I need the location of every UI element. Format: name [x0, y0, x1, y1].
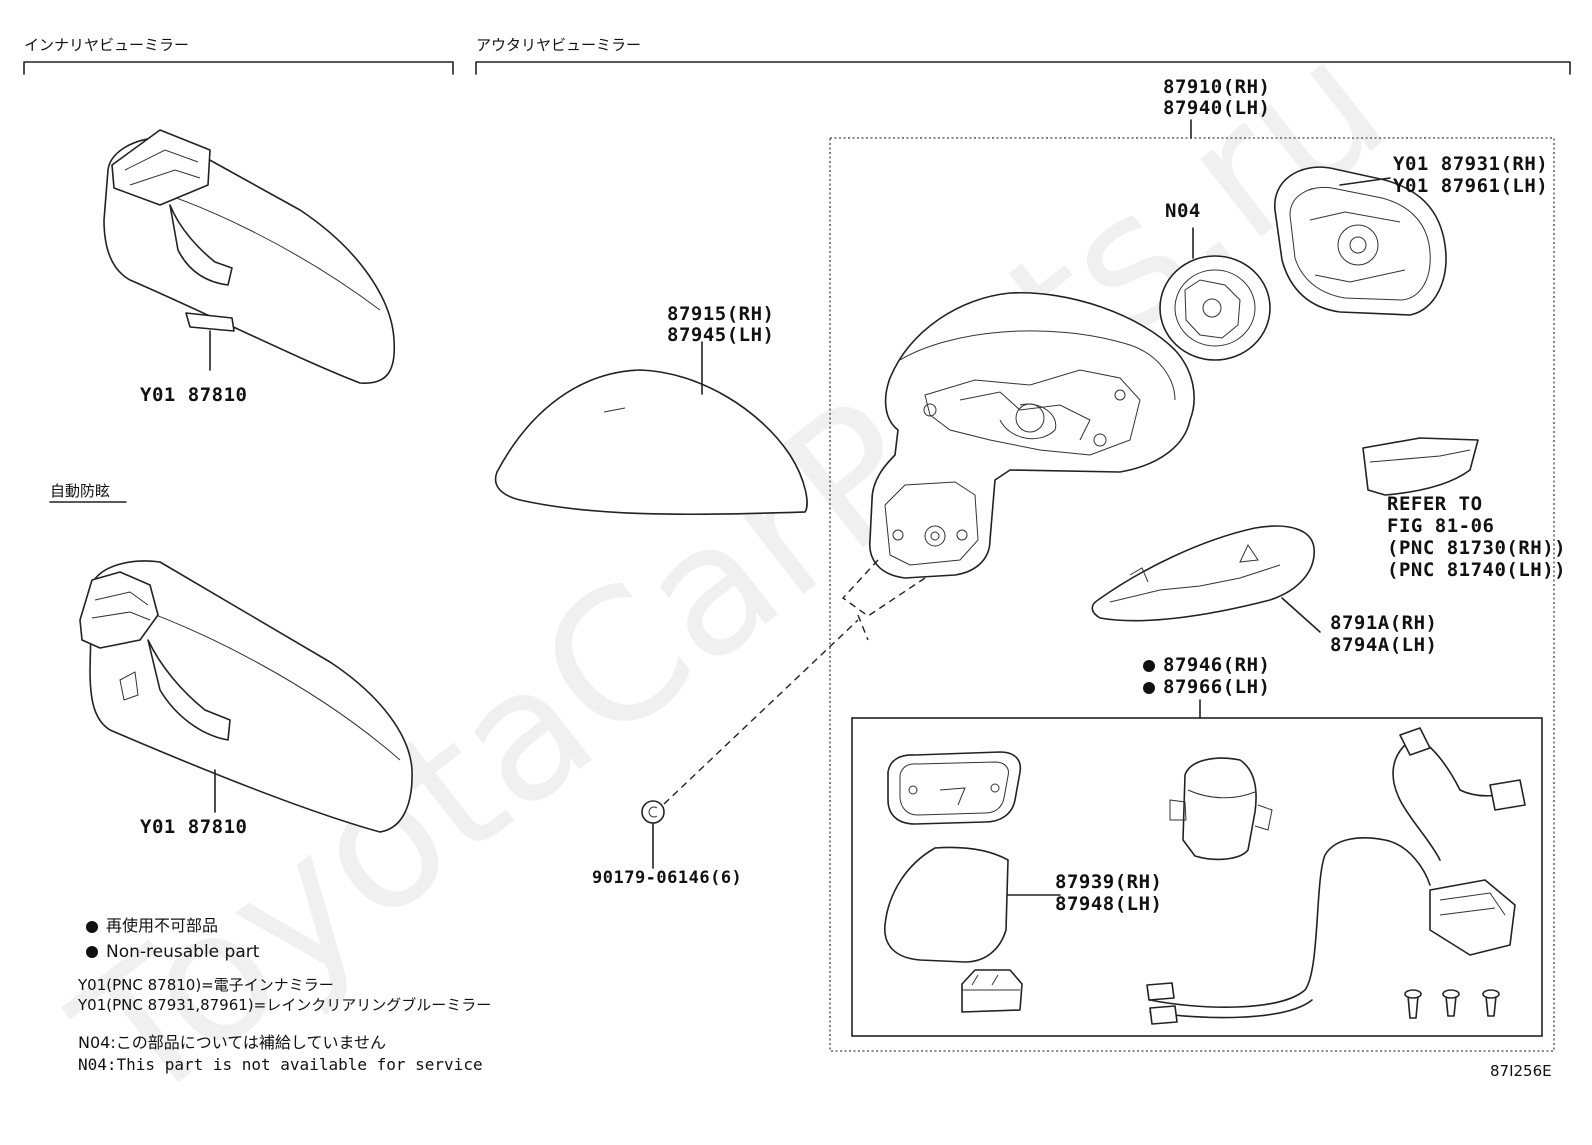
mirror-housing-drawing [841, 291, 1195, 641]
part-label-assy-lh[interactable]: 87940(LH) [1163, 97, 1271, 119]
sub-lh-text: 87966(LH) [1163, 676, 1271, 698]
parts-diagram [23, 61, 1571, 1052]
legend-y01-line1: Y01(PNC 87810)=電子インナミラー [78, 976, 334, 994]
part-label-sub-lh[interactable]: 87966(LH) [1143, 678, 1270, 697]
part-label-holder-rh[interactable]: 87939(RH) [1055, 871, 1163, 893]
assembly-dotted-box [829, 137, 1555, 1052]
mirror-glass-drawing [1274, 166, 1447, 316]
inner-mirror-lower-drawing [79, 560, 413, 833]
bullet-icon [86, 920, 98, 933]
turn-lamp-ref-drawing [1362, 437, 1479, 496]
nonreusable-dot-icon [1143, 659, 1155, 672]
part-label-glass-rh[interactable]: Y01 87931(RH) [1393, 153, 1549, 175]
part-label-clip[interactable]: 90179-06146(6) [592, 868, 743, 888]
auto-dimming-header: 自動防眩 [50, 482, 111, 500]
mirror-motor-drawing [1159, 227, 1271, 361]
part-label-motor[interactable]: N04 [1165, 200, 1201, 222]
outer-mirror-bracket [475, 61, 1571, 75]
bullet-icon [86, 946, 98, 958]
clip-90179-drawing [641, 619, 859, 869]
inner-mirror-bracket [23, 61, 454, 75]
outer-mirror-header: アウタリヤビューミラー [476, 36, 642, 54]
part-label-lamp-lh[interactable]: 8794A(LH) [1330, 634, 1438, 656]
refer-line-3: (PNC 81730(RH)) [1387, 537, 1567, 559]
sub-assembly-box [851, 717, 1543, 1037]
nonreusable-dot-icon [1143, 681, 1155, 694]
legend-n04-jp: N04:この部品については補給していません [78, 1033, 386, 1052]
refer-line-2[interactable]: FIG 81-06 [1387, 515, 1495, 537]
wire-harness-drawing [1146, 727, 1526, 1025]
part-label-cover-lh[interactable]: 87945(LH) [667, 324, 775, 346]
part-label-inner-lower[interactable]: Y01 87810 [140, 816, 248, 838]
side-lamp-drawing [1091, 525, 1321, 633]
sub-rh-text: 87946(RH) [1163, 654, 1271, 676]
legend-y01-line2: Y01(PNC 87931,87961)=レインクリアリングブルーミラー [78, 996, 492, 1014]
figure-code: 87I256E [1490, 1062, 1552, 1080]
legend-jp-text: 再使用不可部品 [106, 916, 219, 935]
refer-line-1: REFER TO [1387, 493, 1483, 515]
legend-nonreusable-en: Non-reusable part [86, 944, 259, 961]
part-label-holder-lh[interactable]: 87948(LH) [1055, 893, 1163, 915]
holder-plate-drawing [887, 751, 1022, 825]
inner-mirror-upper-drawing [103, 129, 396, 384]
glass-heater-drawing [884, 846, 1061, 963]
part-label-glass-lh[interactable]: Y01 87961(LH) [1393, 175, 1549, 197]
legend-nonreusable-jp: 再使用不可部品 [86, 918, 218, 934]
screws-drawing [1404, 989, 1500, 1019]
part-label-assy-rh[interactable]: 87910(RH) [1163, 76, 1271, 98]
small-clip-drawing [961, 969, 1023, 1013]
inner-mirror-header: インナリヤビューミラー [24, 36, 190, 54]
part-label-cover-rh[interactable]: 87915(RH) [667, 303, 775, 325]
part-label-lamp-rh[interactable]: 8791A(RH) [1330, 612, 1438, 634]
refer-line-4: (PNC 81740(LH)) [1387, 559, 1567, 581]
actuator-drawing [1169, 757, 1273, 861]
legend-n04-en: N04:This part is not available for servi… [78, 1055, 483, 1074]
mirror-cover-drawing [494, 341, 808, 516]
part-label-inner-upper[interactable]: Y01 87810 [140, 384, 248, 406]
legend-en-text: Non-reusable part [106, 942, 260, 962]
part-label-sub-rh[interactable]: 87946(RH) [1143, 656, 1270, 675]
